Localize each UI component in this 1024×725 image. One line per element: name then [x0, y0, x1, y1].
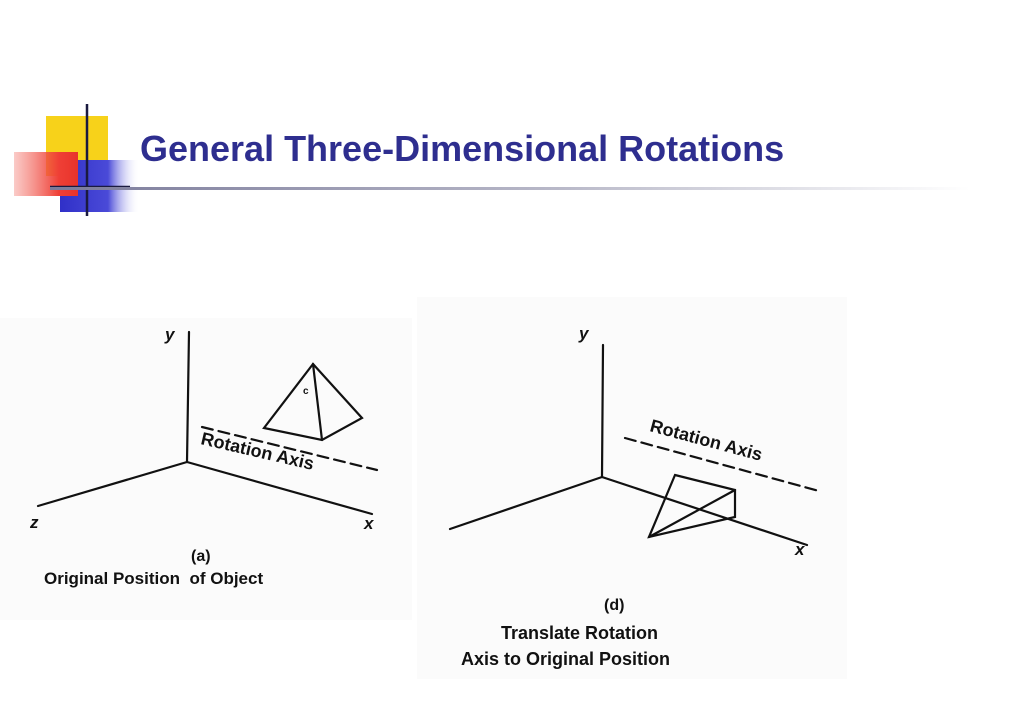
figure-a-y-axis — [185, 330, 191, 464]
slide-title: General Three-Dimensional Rotations — [140, 128, 785, 169]
figure-d-caption-letter: (d) — [604, 597, 624, 614]
figure-a-z-label: z — [29, 513, 39, 532]
figure-d-y-label: y — [578, 324, 590, 343]
figure-d-caption-line1: Translate Rotation — [501, 623, 658, 643]
figure-d-rotation-axis-label: Rotation Axis — [648, 416, 765, 465]
figure-a-x-axis — [185, 460, 374, 516]
figure-d-pyramid-edge — [647, 488, 737, 539]
figure-d-drawing: y x Rotation Axis (d) Translate Rotation… — [448, 324, 821, 669]
figure-d-rotation-axis-line — [623, 436, 821, 493]
figure-a-z-axis — [36, 460, 189, 508]
figure-d-z-axis — [448, 475, 604, 531]
figure-a-pyramid-edge — [311, 362, 324, 442]
title-underline — [50, 187, 970, 190]
figure-d-x-axis — [600, 475, 809, 547]
figure-d-y-axis — [600, 343, 605, 479]
figure-a-panel: y z x c Rotation Axis (a) Original Posit… — [0, 318, 412, 620]
figure-a-caption-letter: (a) — [191, 548, 211, 565]
figure-a-pyramid-outline — [262, 362, 364, 442]
slide-logo — [14, 104, 140, 216]
figure-a-x-label: x — [363, 514, 375, 533]
figure-d-panel: y x Rotation Axis (d) Translate Rotation… — [417, 297, 847, 679]
figure-a-drawing: y z x c Rotation Axis (a) Original Posit… — [29, 325, 379, 588]
figure-d-caption-line2: Axis to Original Position — [461, 649, 670, 669]
figure-a-y-label: y — [164, 325, 176, 344]
figure-a-caption: Original Position of Object — [44, 569, 263, 588]
figure-a-apex-label: c — [303, 386, 309, 397]
figure-d-x-label: x — [794, 540, 806, 559]
figure-a-rotation-axis-line — [200, 425, 379, 472]
figure-d-pyramid-outline — [647, 473, 737, 539]
